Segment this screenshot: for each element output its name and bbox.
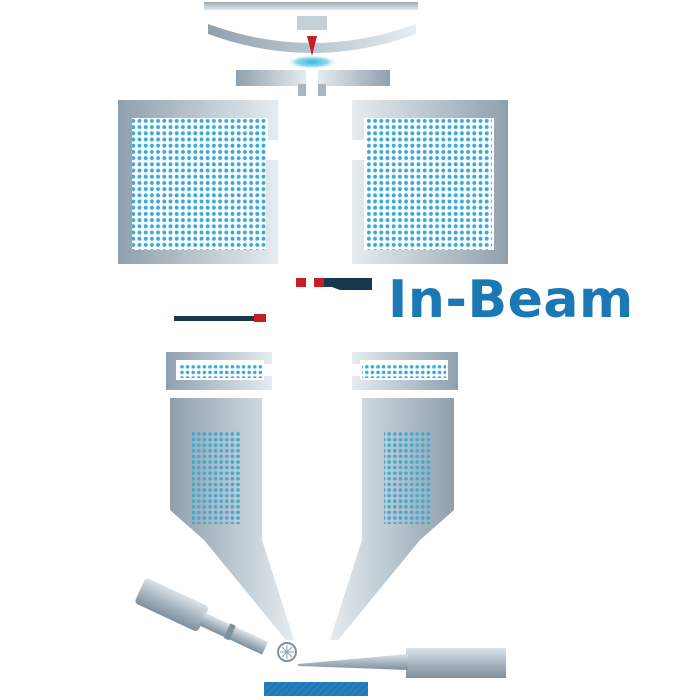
condenser-right-housing	[352, 100, 508, 264]
backscatter-detector	[298, 648, 506, 678]
aperture-strip	[324, 278, 372, 290]
electron-gun	[204, 2, 418, 69]
aperture-red-2	[314, 278, 324, 287]
aperture-red-1	[296, 278, 306, 287]
scan-coil-left-dots	[178, 364, 262, 378]
aperture-upper	[296, 278, 372, 290]
condenser-lens-right	[352, 100, 508, 264]
aperture-lower	[174, 314, 266, 322]
detector-left-tube	[135, 578, 209, 631]
gun-block	[297, 16, 327, 30]
condenser-right-coil	[366, 118, 492, 250]
condenser-left-housing	[118, 100, 278, 264]
scan-coil-left-housing	[166, 352, 272, 390]
detector-left-ring	[223, 623, 236, 641]
anode-left	[236, 70, 306, 86]
objective-pole-right	[330, 398, 454, 640]
objective-left-coil	[192, 430, 240, 524]
objective-right-coil	[384, 430, 432, 524]
condenser-lens-left	[118, 100, 278, 264]
secondary-electron-detector	[135, 578, 297, 662]
aperture-red-3	[254, 314, 266, 322]
in-beam-label: In-Beam	[388, 270, 634, 330]
wehnelt-cap	[208, 24, 416, 53]
anode-tab-left	[298, 84, 306, 96]
beam-crossover-glow	[286, 55, 338, 69]
aperture-bar	[174, 316, 258, 321]
scan-coil-right-dots	[362, 364, 446, 378]
anode	[236, 70, 390, 96]
gun-top-plate	[204, 2, 418, 10]
anode-tab-right	[318, 84, 326, 96]
detector-left-nozzle	[198, 612, 269, 655]
objective-pole-left	[170, 398, 294, 640]
specimen-hatch	[264, 682, 368, 696]
emitter-tip	[307, 36, 317, 56]
condenser-left-coil	[132, 118, 266, 250]
detector-right-probe	[298, 654, 408, 670]
detector-right-tube	[406, 648, 506, 678]
scan-coil-left	[166, 352, 272, 390]
scan-coil-right-housing	[352, 352, 458, 390]
scan-coil-right	[352, 352, 458, 390]
anode-right	[318, 70, 390, 86]
